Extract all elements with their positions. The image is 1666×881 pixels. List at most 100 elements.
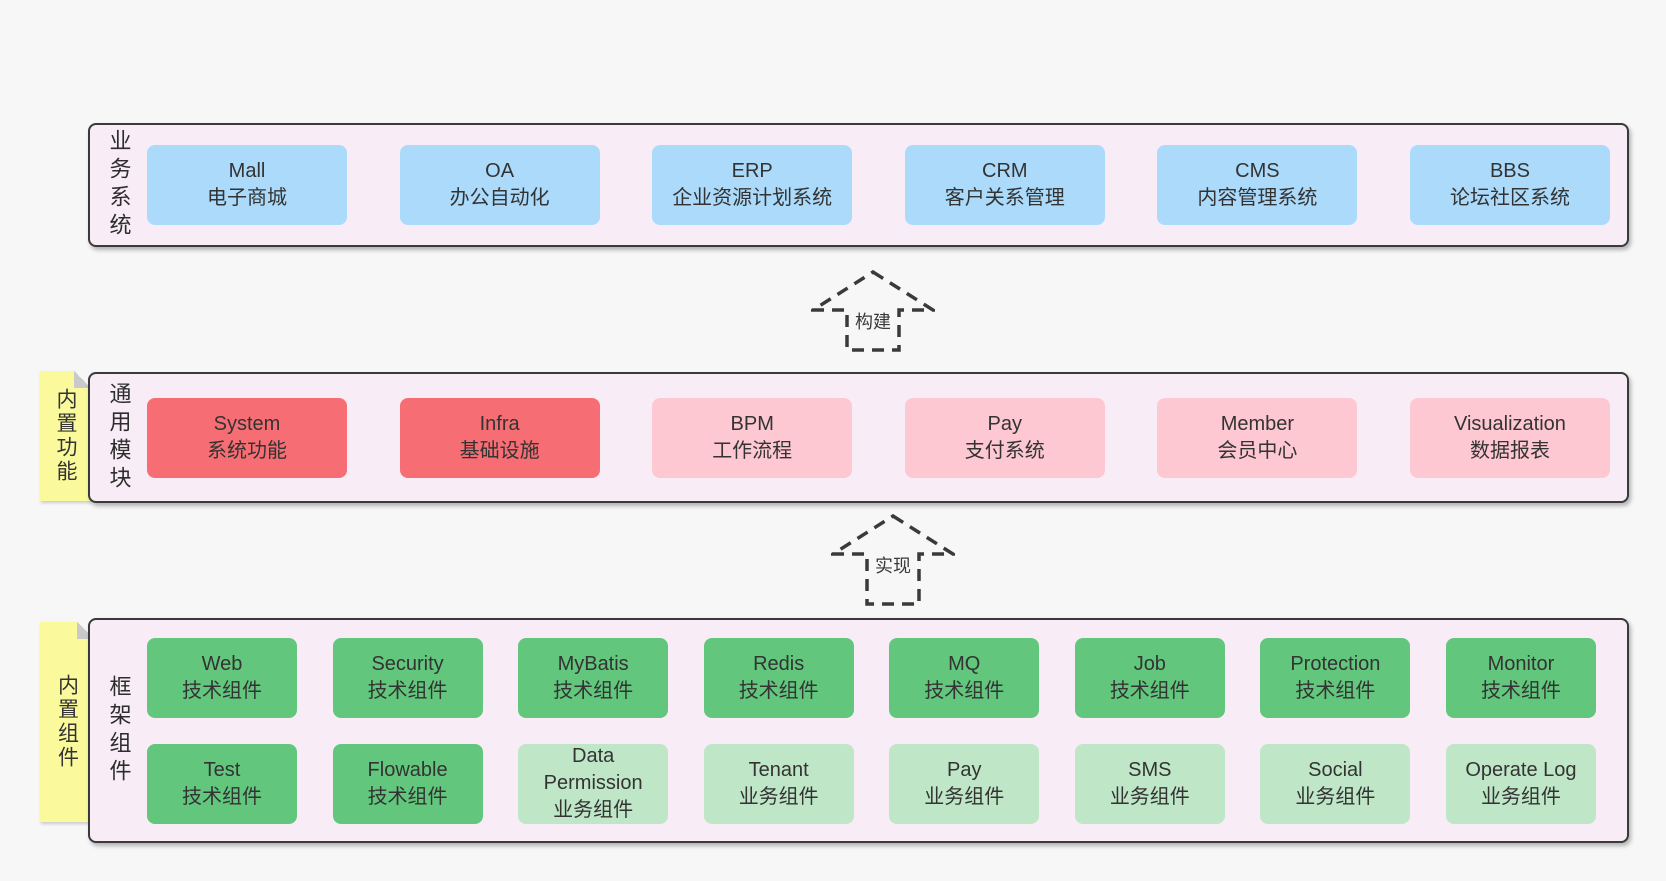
box-erp: ERP 企业资源计划系统 (652, 145, 853, 225)
box-flowable: Flowable 技术组件 (332, 743, 483, 824)
box-subtitle: 技术组件 (553, 679, 634, 702)
arrow-label-implement: 实现 (872, 554, 914, 578)
box-subtitle: 论坛社区系统 (1449, 187, 1570, 209)
box-title: Operate Log (1465, 758, 1577, 781)
box-test: Test 技术组件 (147, 743, 297, 824)
layer-common-modules: 通用模块 System 系统功能 Infra 基础设施 BPM 工作流程 Pay… (88, 372, 1629, 503)
layer-content-business: Mall 电子商城 OA 办公自动化 ERP 企业资源计划系统 CRM 客户关系… (147, 125, 1627, 245)
box-mybatis: MyBatis 技术组件 (518, 637, 669, 718)
box-data-permission: Data Permission 业务组件 (518, 743, 669, 824)
box-subtitle: 业务组件 (1295, 785, 1376, 808)
layer-label-modules: 通用模块 (90, 374, 147, 501)
box-pay-component: Pay 业务组件 (889, 743, 1040, 824)
arrow-label-build: 构建 (852, 310, 894, 334)
box-title: MQ (948, 652, 981, 675)
layer-label-business: 业务系统 (90, 125, 147, 245)
box-mq: MQ 技术组件 (889, 637, 1040, 718)
box-title: Infra (479, 412, 520, 435)
box-subtitle: 技术组件 (367, 679, 448, 702)
box-visualization: Visualization 数据报表 (1409, 397, 1610, 478)
box-redis: Redis 技术组件 (703, 637, 854, 718)
box-subtitle: 技术组件 (1295, 679, 1376, 702)
box-title: Test (203, 758, 241, 781)
layer-title: 框架组件 (106, 674, 132, 787)
box-subtitle: 技术组件 (182, 785, 262, 808)
layer-title: 业务系统 (106, 129, 132, 241)
box-sms: SMS 业务组件 (1074, 743, 1225, 824)
box-social: Social 业务组件 (1260, 743, 1411, 824)
box-subtitle: 电子商城 (207, 187, 287, 209)
box-title: Redis (753, 652, 805, 675)
box-subtitle: 会员中心 (1217, 439, 1298, 462)
box-subtitle: 业务组件 (1109, 785, 1190, 808)
box-title: ERP (731, 160, 773, 182)
box-oa: OA 办公自动化 (399, 145, 600, 225)
box-title: Mall (228, 160, 266, 182)
box-subtitle: 工作流程 (712, 439, 793, 462)
note-text: 内置组件 (55, 674, 79, 770)
sticky-note-built-in-features: 内置功能 (40, 371, 91, 501)
box-title: Job (1133, 652, 1166, 675)
box-pay-module: Pay 支付系统 (904, 397, 1105, 478)
box-title: Web (201, 652, 243, 675)
box-subtitle: 业务组件 (553, 799, 634, 821)
box-member: Member 会员中心 (1157, 397, 1358, 478)
box-system: System 系统功能 (147, 397, 347, 478)
box-subtitle: 办公自动化 (449, 187, 550, 209)
box-protection: Protection 技术组件 (1260, 637, 1411, 718)
layer-label-components: 框架组件 (90, 620, 147, 841)
layer-content-components: Web 技术组件 Security 技术组件 MyBatis 技术组件 Redi… (147, 620, 1627, 841)
box-title: Member (1220, 412, 1295, 435)
box-title: Protection (1290, 652, 1381, 675)
box-title: Visualization (1454, 412, 1566, 435)
layer-content-modules: System 系统功能 Infra 基础设施 BPM 工作流程 Pay 支付系统… (147, 374, 1627, 501)
box-title: MyBatis (557, 652, 629, 675)
box-subtitle: 数据报表 (1469, 439, 1550, 462)
components-row-2: Test 技术组件 Flowable 技术组件 Data Permission … (147, 743, 1596, 824)
box-title: Pay (987, 412, 1023, 435)
box-title: BBS (1489, 160, 1530, 182)
box-job: Job 技术组件 (1074, 637, 1225, 718)
layer-title: 通用模块 (106, 381, 132, 494)
box-title: Pay (947, 758, 982, 781)
box-subtitle: 客户关系管理 (944, 187, 1065, 209)
box-subtitle: 技术组件 (1480, 679, 1561, 702)
arrow-implement: 实现 (831, 514, 955, 606)
box-security: Security 技术组件 (332, 637, 483, 718)
folded-corner-icon (74, 371, 91, 388)
box-title: Tenant (748, 758, 809, 781)
box-monitor: Monitor 技术组件 (1445, 637, 1596, 718)
box-infra: Infra 基础设施 (399, 397, 600, 478)
box-subtitle: 基础设施 (459, 439, 540, 462)
box-title: CMS (1235, 160, 1280, 182)
box-title: OA (485, 160, 515, 182)
layer-framework-components: 框架组件 Web 技术组件 Security 技术组件 MyBatis 技术组件… (88, 618, 1629, 843)
box-title: Social (1308, 758, 1363, 781)
box-mall: Mall 电子商城 (147, 145, 347, 225)
components-row-1: Web 技术组件 Security 技术组件 MyBatis 技术组件 Redi… (147, 637, 1596, 718)
box-web: Web 技术组件 (147, 637, 297, 718)
box-subtitle: 技术组件 (182, 679, 262, 702)
box-crm: CRM 客户关系管理 (904, 145, 1105, 225)
box-title: Security (371, 652, 444, 675)
box-subtitle: 系统功能 (207, 439, 287, 462)
box-tenant: Tenant 业务组件 (703, 743, 854, 824)
box-subtitle: 技术组件 (924, 679, 1005, 702)
box-title: SMS (1128, 758, 1172, 781)
box-subtitle: 业务组件 (1480, 785, 1561, 808)
arrow-build: 构建 (811, 270, 935, 352)
box-cms: CMS 内容管理系统 (1157, 145, 1358, 225)
box-subtitle: 技术组件 (738, 679, 819, 702)
note-text: 内置功能 (54, 388, 77, 484)
box-subtitle: 业务组件 (738, 785, 819, 808)
box-subtitle: 支付系统 (964, 439, 1045, 462)
box-subtitle: 技术组件 (1109, 679, 1190, 702)
box-operate-log: Operate Log 业务组件 (1445, 743, 1596, 824)
sticky-note-built-in-components: 内置组件 (40, 622, 94, 822)
layer-business-systems: 业务系统 Mall 电子商城 OA 办公自动化 ERP 企业资源计划系统 CRM… (88, 123, 1629, 247)
box-subtitle: 内容管理系统 (1197, 187, 1318, 209)
box-title: BPM (730, 412, 774, 435)
box-subtitle: 业务组件 (924, 785, 1005, 808)
box-title: Data Permission (543, 745, 643, 794)
box-title: Monitor (1487, 652, 1555, 675)
